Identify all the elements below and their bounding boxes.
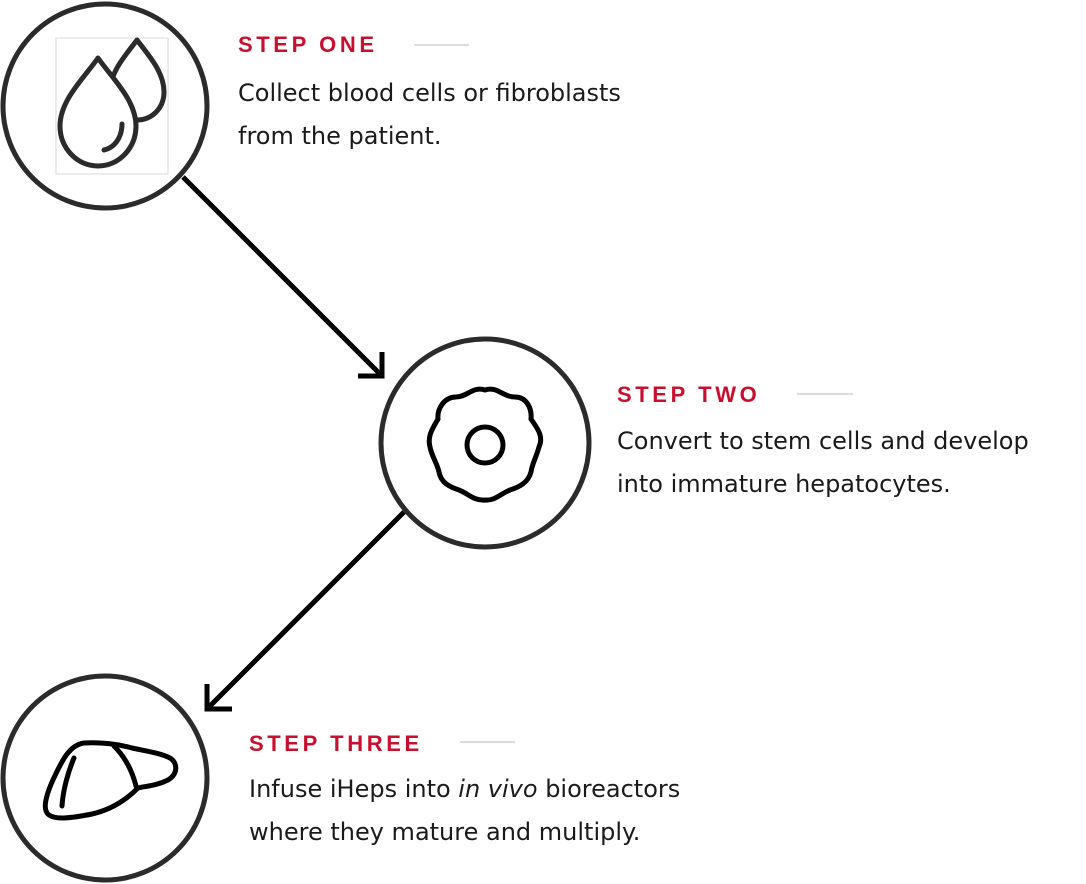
- step-three-label: STEP THREE: [249, 731, 423, 756]
- liver-icon: [42, 740, 179, 821]
- step-three-line-2: where they mature and multiply.: [249, 818, 641, 846]
- step-one-label: STEP ONE: [238, 32, 378, 57]
- step-two-description: Convert to stem cells and develop into i…: [617, 420, 1029, 506]
- step-two-label: STEP TWO: [617, 382, 761, 407]
- step-one-rule: [414, 44, 469, 46]
- step-three-line-1-emphasis: in vivo: [458, 775, 538, 803]
- arrow-step-two-to-three: [204, 510, 406, 712]
- step-three-circle: [0, 673, 210, 883]
- blood-drops-icon: [55, 37, 169, 175]
- step-one-line-1: Collect blood cells or fibroblasts: [238, 79, 621, 107]
- stem-cell-icon: [426, 386, 544, 503]
- step-one-line-2: from the patient.: [238, 122, 442, 150]
- step-two-line-2: into immature hepatocytes.: [617, 470, 951, 498]
- step-two-circle: [378, 336, 592, 550]
- step-three-rule: [460, 741, 515, 743]
- step-three-description: Infuse iHeps into in vivo bioreactors wh…: [249, 768, 680, 854]
- step-two-line-1: Convert to stem cells and develop: [617, 427, 1029, 455]
- step-three-line-1-start: Infuse iHeps into: [249, 775, 459, 803]
- step-three-line-1-end: bioreactors: [537, 775, 681, 803]
- step-two-rule: [797, 393, 853, 395]
- arrow-step-one-to-two: [181, 175, 385, 379]
- step-three-line-1: Infuse iHeps into in vivo bioreactors: [249, 768, 680, 811]
- step-one-description: Collect blood cells or fibroblasts from …: [238, 72, 621, 158]
